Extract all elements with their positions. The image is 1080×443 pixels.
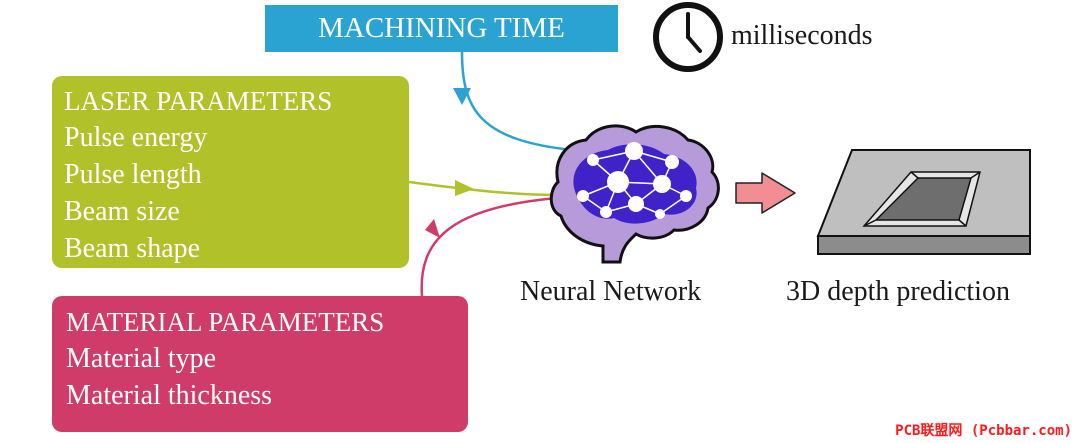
block-front-face (817, 235, 1031, 255)
milliseconds-label: milliseconds (731, 20, 873, 51)
laser-param-item: Beam size (64, 196, 180, 227)
laser-param-item: Pulse energy (64, 122, 208, 153)
network-nodes (577, 142, 692, 219)
depth-prediction-label: 3D depth prediction (786, 276, 1010, 307)
laser-parameters-title: LASER PARAMETERS (64, 86, 333, 116)
laser-parameters-box: LASER PARAMETERS Pulse energy Pulse leng… (52, 76, 409, 268)
neural-network-label: Neural Network (520, 276, 702, 307)
machining-connector (460, 51, 573, 152)
material-arrowhead (425, 219, 440, 238)
material-parameters-title: MATERIAL PARAMETERS (66, 307, 385, 337)
material-param-item: Material thickness (66, 380, 273, 411)
material-parameters-box: MATERIAL PARAMETERS Material type Materi… (52, 296, 468, 432)
machining-time-box: MACHINING TIME (265, 5, 618, 52)
laser-param-item: Beam shape (64, 233, 201, 264)
material-param-item: Material type (66, 343, 217, 374)
laser-param-item: Pulse length (64, 159, 202, 190)
machining-time-title: MACHINING TIME (318, 12, 565, 44)
material-connector (420, 195, 571, 297)
watermark: PCB联盟网 (Pcbbar.com) (895, 423, 1072, 439)
laser-arrowhead (455, 180, 474, 196)
machining-arrowhead (453, 88, 471, 105)
